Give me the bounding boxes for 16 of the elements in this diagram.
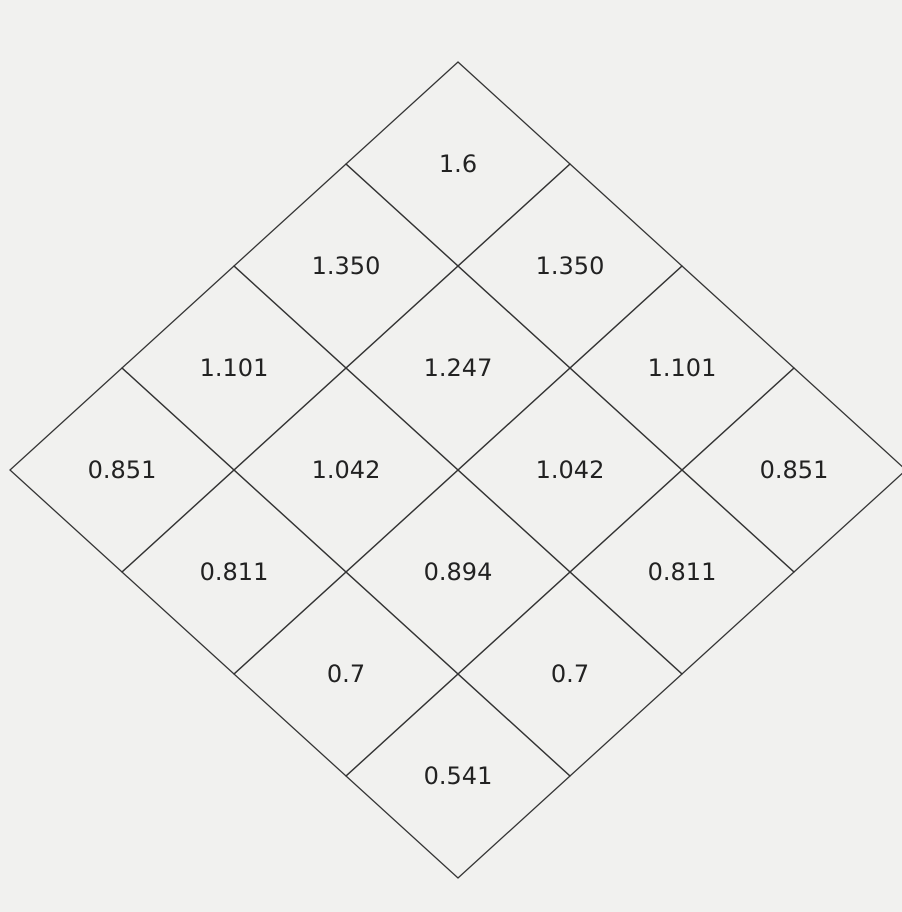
cell-value: 1.247: [424, 354, 492, 382]
cell-value: 0.851: [760, 456, 828, 484]
cell-value: 0.7: [550, 660, 590, 688]
cell-value: 1.042: [312, 456, 380, 484]
cell-value: 1.101: [648, 354, 716, 382]
cell-value: 0.7: [326, 660, 366, 688]
cell-value: 0.894: [424, 558, 492, 586]
cell-value: 0.811: [648, 558, 716, 586]
cell-value: 1.042: [536, 456, 604, 484]
cell-value: 1.350: [312, 252, 380, 280]
cell-value: 1.350: [536, 252, 604, 280]
cell-value: 1.101: [200, 354, 268, 382]
cell-value: 0.541: [424, 762, 492, 790]
cell-value: 1.6: [438, 150, 478, 178]
cell-value: 0.851: [88, 456, 156, 484]
cell-value: 0.811: [200, 558, 268, 586]
